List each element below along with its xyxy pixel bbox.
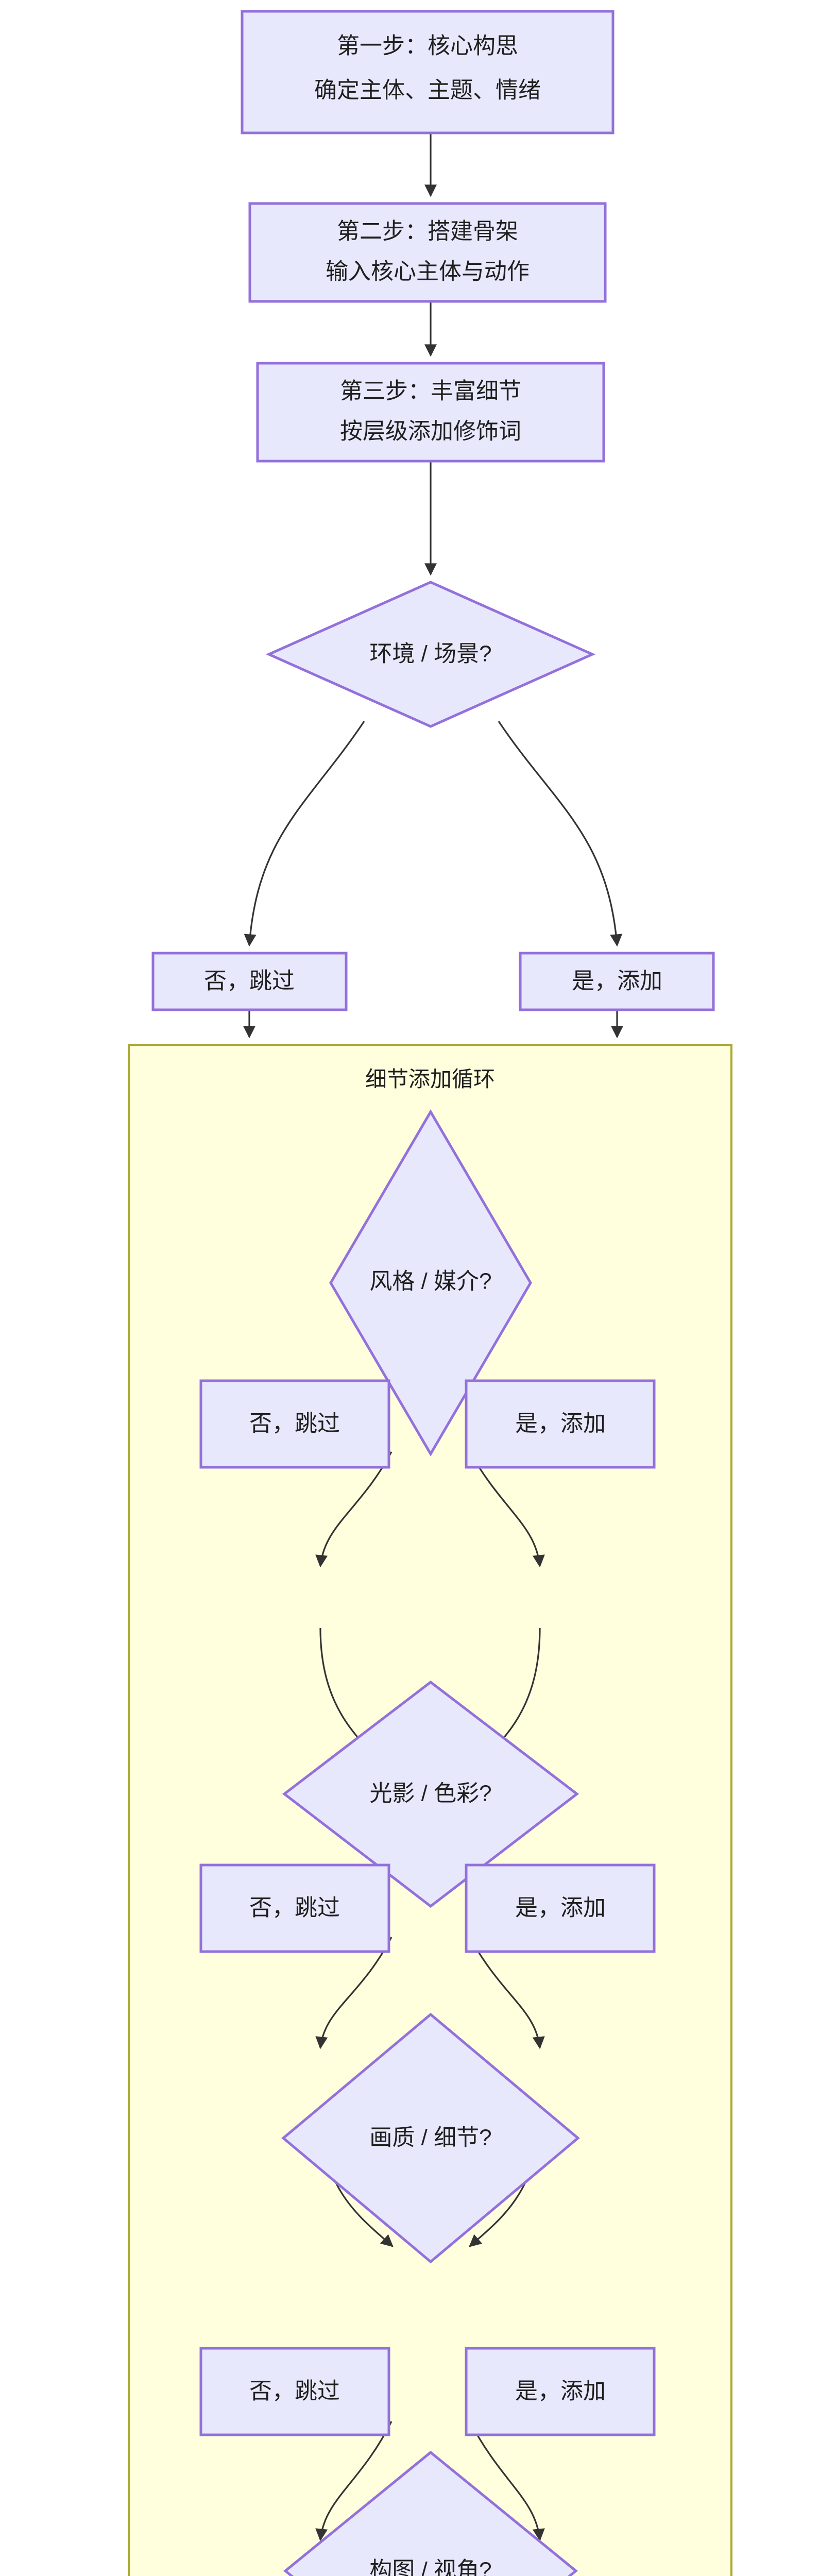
node-step2[interactable]: 第二步：搭建骨架 输入核心主体与动作	[248, 202, 607, 303]
node-step3-box[interactable]	[256, 362, 605, 463]
edge-dlight-no	[315, 1937, 393, 2049]
node-decision-style-label: 风格 / 媒介?	[369, 1269, 491, 1294]
edge-dlight-yes	[469, 1937, 545, 2049]
node-step1-line1: 第一步：核心构思	[337, 33, 518, 59]
node-quality-no-skip-box[interactable]	[199, 2347, 390, 2436]
node-quality-no-skip-label: 否，跳过	[249, 2379, 340, 2404]
node-style-yes-add-box[interactable]	[465, 1379, 656, 1469]
edge-dstyle-no	[315, 1451, 393, 1568]
node-style-no-skip-label: 否，跳过	[249, 1411, 340, 1436]
node-outer-no-skip-label: 否，跳过	[204, 969, 295, 994]
edge-dqual-no	[315, 2421, 393, 2541]
node-decision-style-shape[interactable]	[329, 1109, 532, 1456]
node-decision-quality[interactable]: 画质 / 细节?	[281, 2012, 580, 2264]
node-step2-box[interactable]	[248, 202, 607, 303]
node-decision-quality-label: 画质 / 细节?	[369, 2125, 491, 2150]
node-decision-light-shape[interactable]	[282, 1680, 579, 1908]
node-step3-line1: 第三步：丰富细节	[340, 379, 521, 404]
node-decision-quality-shape[interactable]	[281, 2012, 580, 2264]
node-decision-light-label: 光影 / 色彩?	[369, 1781, 491, 1806]
node-outer-no-skip-box[interactable]	[151, 952, 348, 1011]
node-outer-yes-add[interactable]: 是，添加	[519, 952, 715, 1011]
node-decision-style[interactable]: 风格 / 媒介?	[329, 1109, 532, 1456]
node-step1[interactable]: 第一步：核心构思 确定主体、主题、情绪	[241, 10, 615, 134]
node-step2-line2: 输入核心主体与动作	[326, 259, 530, 284]
node-quality-yes-add-box[interactable]	[465, 2347, 656, 2436]
node-light-yes-add-box[interactable]	[465, 1863, 656, 1953]
node-light-yes-add[interactable]: 是，添加	[465, 1863, 656, 1953]
node-decision-composition-label: 构图 / 视角?	[369, 2558, 491, 2576]
node-decision-environment-shape[interactable]	[265, 581, 596, 728]
edge-denv-yes	[498, 721, 623, 947]
edge-dqual-yes	[469, 2421, 545, 2541]
node-style-yes-add-label: 是，添加	[515, 1411, 606, 1436]
node-style-no-skip-box[interactable]	[199, 1379, 390, 1469]
node-step2-line1: 第二步：搭建骨架	[337, 219, 518, 244]
node-style-yes-add[interactable]: 是，添加	[465, 1379, 656, 1469]
node-quality-yes-add[interactable]: 是，添加	[465, 2347, 656, 2436]
node-step1-box[interactable]	[241, 10, 615, 134]
node-light-yes-add-label: 是，添加	[515, 1895, 606, 1921]
node-light-no-skip[interactable]: 否，跳过	[199, 1863, 390, 1953]
node-decision-environment[interactable]: 环境 / 场景?	[265, 581, 596, 728]
node-outer-yes-add-box[interactable]	[519, 952, 715, 1011]
node-step1-line2: 确定主体、主题、情绪	[314, 78, 541, 103]
node-outer-no-skip[interactable]: 否，跳过	[151, 952, 348, 1011]
edge-denv-no	[244, 721, 365, 947]
node-outer-yes-add-label: 是，添加	[572, 969, 662, 994]
node-step3[interactable]: 第三步：丰富细节 按层级添加修饰词	[256, 362, 605, 463]
cluster-label: 细节添加循环	[365, 1067, 495, 1091]
node-quality-yes-add-label: 是，添加	[515, 2379, 606, 2404]
node-decision-composition-shape[interactable]	[283, 2450, 578, 2576]
node-decision-composition[interactable]: 构图 / 视角?	[283, 2450, 578, 2576]
node-decision-light[interactable]: 光影 / 色彩?	[282, 1680, 579, 1908]
node-decision-environment-label: 环境 / 场景?	[369, 641, 491, 667]
node-step3-line2: 按层级添加修饰词	[340, 419, 521, 444]
node-light-no-skip-box[interactable]	[199, 1863, 390, 1953]
node-light-no-skip-label: 否，跳过	[249, 1895, 340, 1921]
node-quality-no-skip[interactable]: 否，跳过	[199, 2347, 390, 2436]
edge-dstyle-yes	[469, 1451, 545, 1568]
node-style-no-skip[interactable]: 否，跳过	[199, 1379, 390, 1469]
